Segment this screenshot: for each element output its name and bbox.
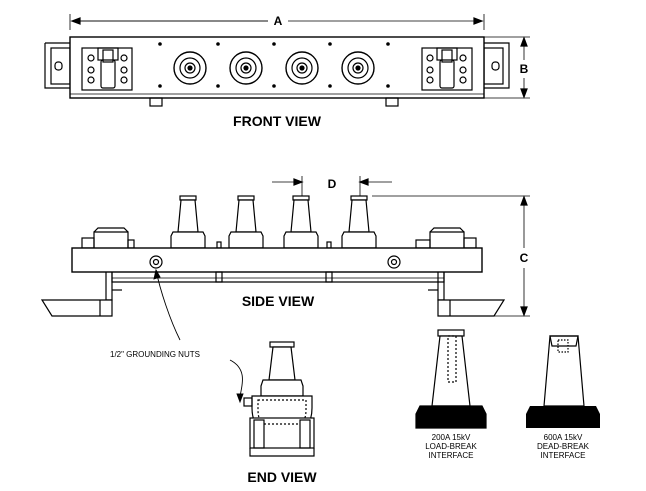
dimension-d-label: D [328,177,337,191]
dimension-c-label: C [520,251,529,265]
dead-break-line2: DEAD-BREAK [537,442,590,451]
end-view-title: END VIEW [247,469,317,485]
dead-break-line3: INTERFACE [541,451,586,460]
dead-break-interface-drawing [543,335,585,407]
side-view-title: SIDE VIEW [242,293,315,309]
load-break-line1: 200A 15kV [432,433,471,442]
end-view-drawing [243,341,315,457]
load-break-interface-fill [416,406,486,428]
load-break-line2: LOAD-BREAK [425,442,477,451]
dimension-a-label: A [274,14,283,28]
dimension-b-label: B [520,62,529,76]
grounding-nuts-callout: 1/2" GROUNDING NUTS [110,350,200,359]
front-view-drawing [44,14,530,107]
dead-break-line1: 600A 15kV [544,433,583,442]
front-view-title: FRONT VIEW [233,113,322,129]
dead-break-interface-fill [526,406,600,428]
side-view-drawing [40,176,530,317]
load-break-line3: INTERFACE [429,451,474,460]
grounding-nuts-leaders [153,268,244,404]
